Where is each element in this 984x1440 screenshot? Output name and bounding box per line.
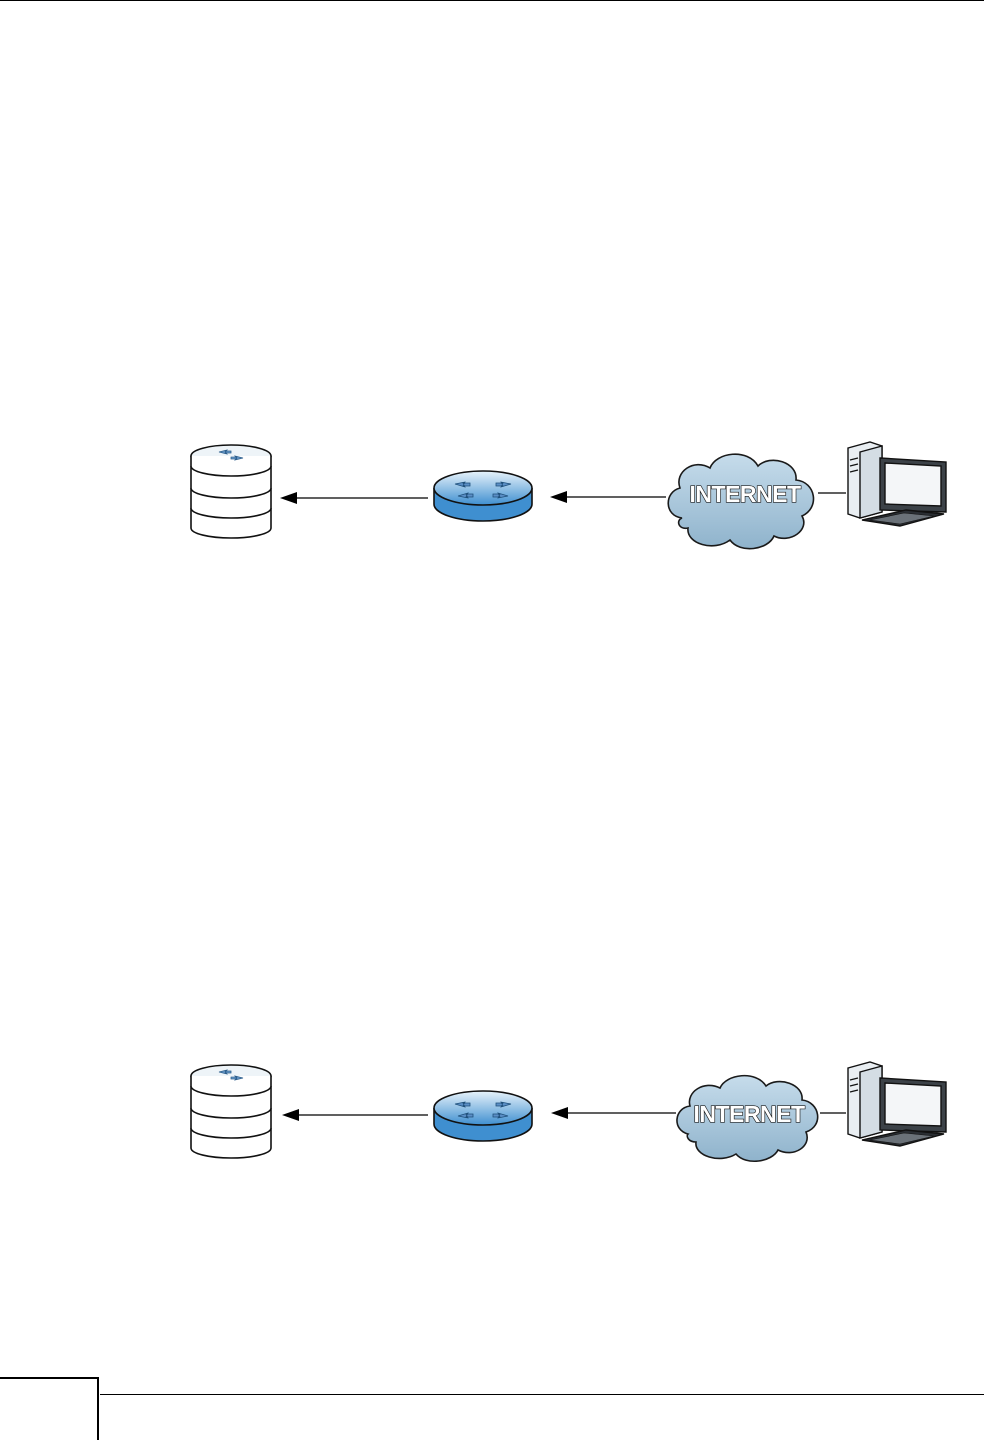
router-icon — [434, 471, 532, 521]
router-icon — [434, 1091, 532, 1141]
network-diagram-1: INTERNET — [0, 430, 984, 560]
internet-cloud-icon: INTERNET — [668, 454, 813, 549]
arrow-router-to-server — [282, 1109, 428, 1121]
server-stack-icon — [191, 1065, 271, 1158]
page-number-box — [0, 1377, 99, 1440]
internet-cloud-icon: INTERNET — [677, 1076, 818, 1162]
internet-cloud-label: INTERNET — [690, 481, 801, 507]
arrow-internet-to-router — [550, 491, 666, 503]
arrow-internet-to-router — [551, 1107, 676, 1119]
header-rule — [0, 0, 984, 1]
arrow-router-to-server — [280, 492, 428, 504]
footer-rule — [100, 1394, 984, 1395]
desktop-computer-icon — [848, 442, 946, 526]
server-stack-icon — [191, 445, 271, 538]
desktop-computer-icon — [848, 1062, 946, 1146]
internet-cloud-label: INTERNET — [694, 1101, 805, 1127]
network-diagram-2: INTERNET — [0, 1050, 984, 1180]
